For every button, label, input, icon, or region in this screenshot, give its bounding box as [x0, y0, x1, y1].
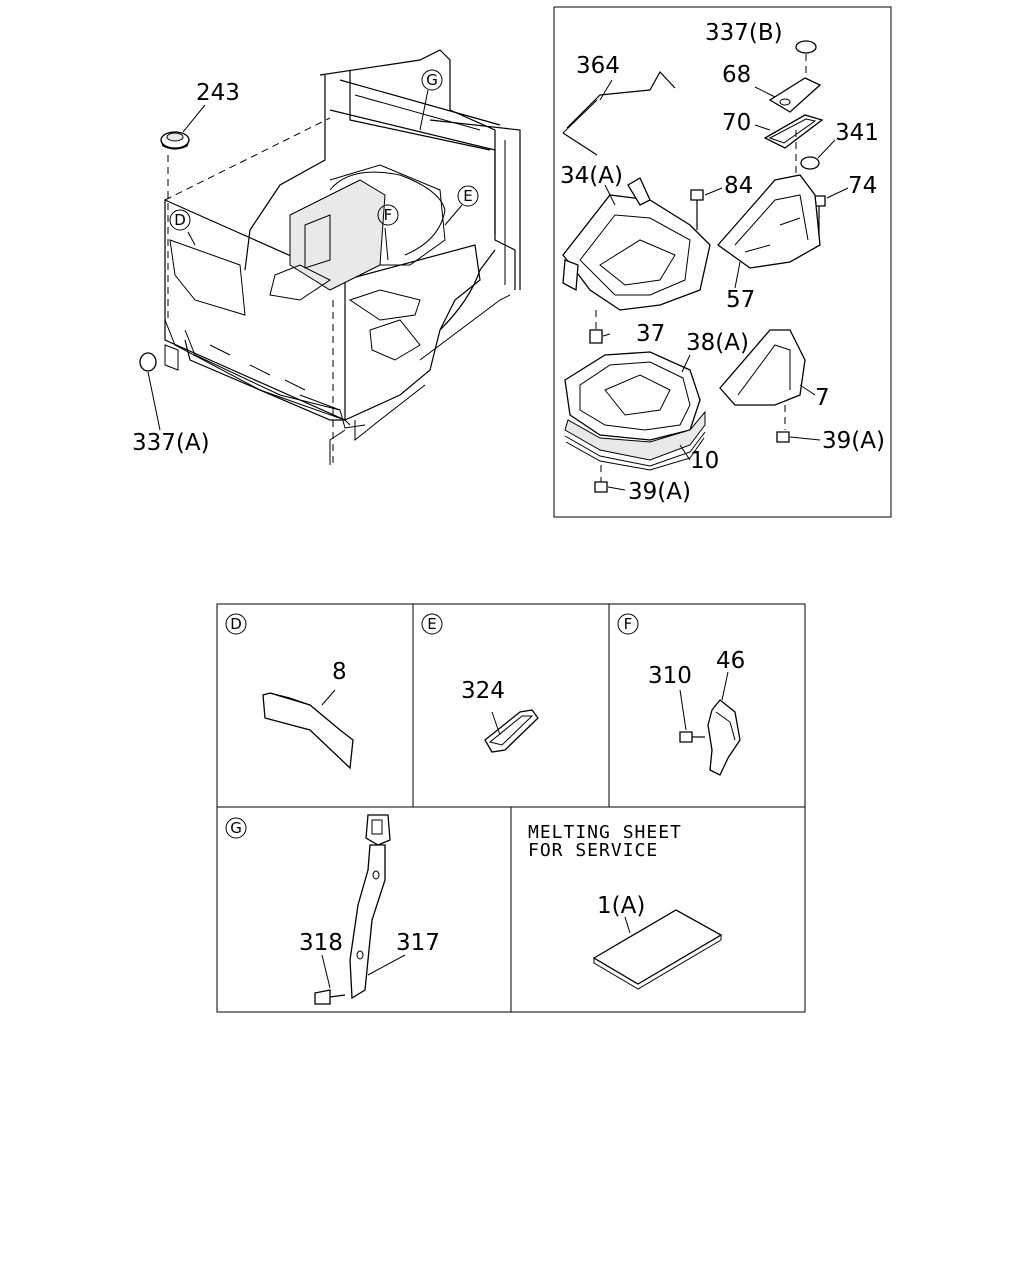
- label-8: 8: [332, 659, 347, 685]
- note-line-2: FOR SERVICE: [528, 840, 658, 861]
- label-37: 37: [636, 321, 665, 347]
- marker-e: E: [457, 185, 479, 207]
- detail-f: F 310 46: [617, 613, 745, 776]
- label-324: 324: [461, 678, 505, 704]
- label-74: 74: [848, 173, 877, 199]
- marker-g: G: [421, 69, 443, 91]
- exploded-detail-frame: [553, 6, 892, 518]
- detail-grid: [216, 603, 806, 1013]
- marker-f: F: [377, 204, 399, 226]
- svg-text:E: E: [427, 615, 436, 633]
- label-318: 318: [299, 930, 343, 956]
- label-1a: 1(A): [597, 893, 645, 919]
- label-39a-right: 39(A): [822, 428, 885, 454]
- note-line-1: MELTING SHEET: [528, 822, 682, 843]
- detail-melting-sheet: MELTING SHEET FOR SERVICE 1(A): [528, 822, 723, 990]
- label-34a: 34(A): [560, 163, 623, 189]
- label-341: 341: [835, 120, 879, 146]
- exploded-parts: [562, 40, 849, 493]
- label-46: 46: [716, 648, 745, 674]
- label-70: 70: [722, 110, 751, 136]
- label-57: 57: [726, 287, 755, 313]
- label-68: 68: [722, 62, 751, 88]
- label-39a-bottom: 39(A): [628, 479, 691, 505]
- svg-text:E: E: [463, 187, 472, 205]
- svg-text:F: F: [624, 615, 633, 633]
- label-10: 10: [690, 448, 719, 474]
- svg-text:G: G: [230, 819, 242, 837]
- label-364: 364: [576, 53, 620, 79]
- detail-g: G 318 317: [225, 814, 440, 1005]
- svg-text:F: F: [384, 206, 393, 224]
- label-243: 243: [196, 80, 240, 106]
- label-7: 7: [815, 385, 830, 411]
- svg-text:G: G: [426, 71, 438, 89]
- label-337a: 337(A): [132, 430, 210, 456]
- detail-e: E 324: [421, 613, 539, 753]
- marker-d: D: [169, 209, 191, 231]
- label-84: 84: [724, 173, 753, 199]
- rod-364: [566, 70, 676, 129]
- svg-text:D: D: [174, 211, 186, 229]
- label-317: 317: [396, 930, 440, 956]
- detail-d: D 8: [225, 613, 354, 770]
- label-38a: 38(A): [686, 330, 749, 356]
- label-310: 310: [648, 663, 692, 689]
- grommet-243: [160, 131, 190, 150]
- label-337b: 337(B): [705, 20, 783, 46]
- svg-text:D: D: [230, 615, 242, 633]
- plug-337a: [139, 344, 179, 372]
- cab-floor-view: [139, 49, 521, 465]
